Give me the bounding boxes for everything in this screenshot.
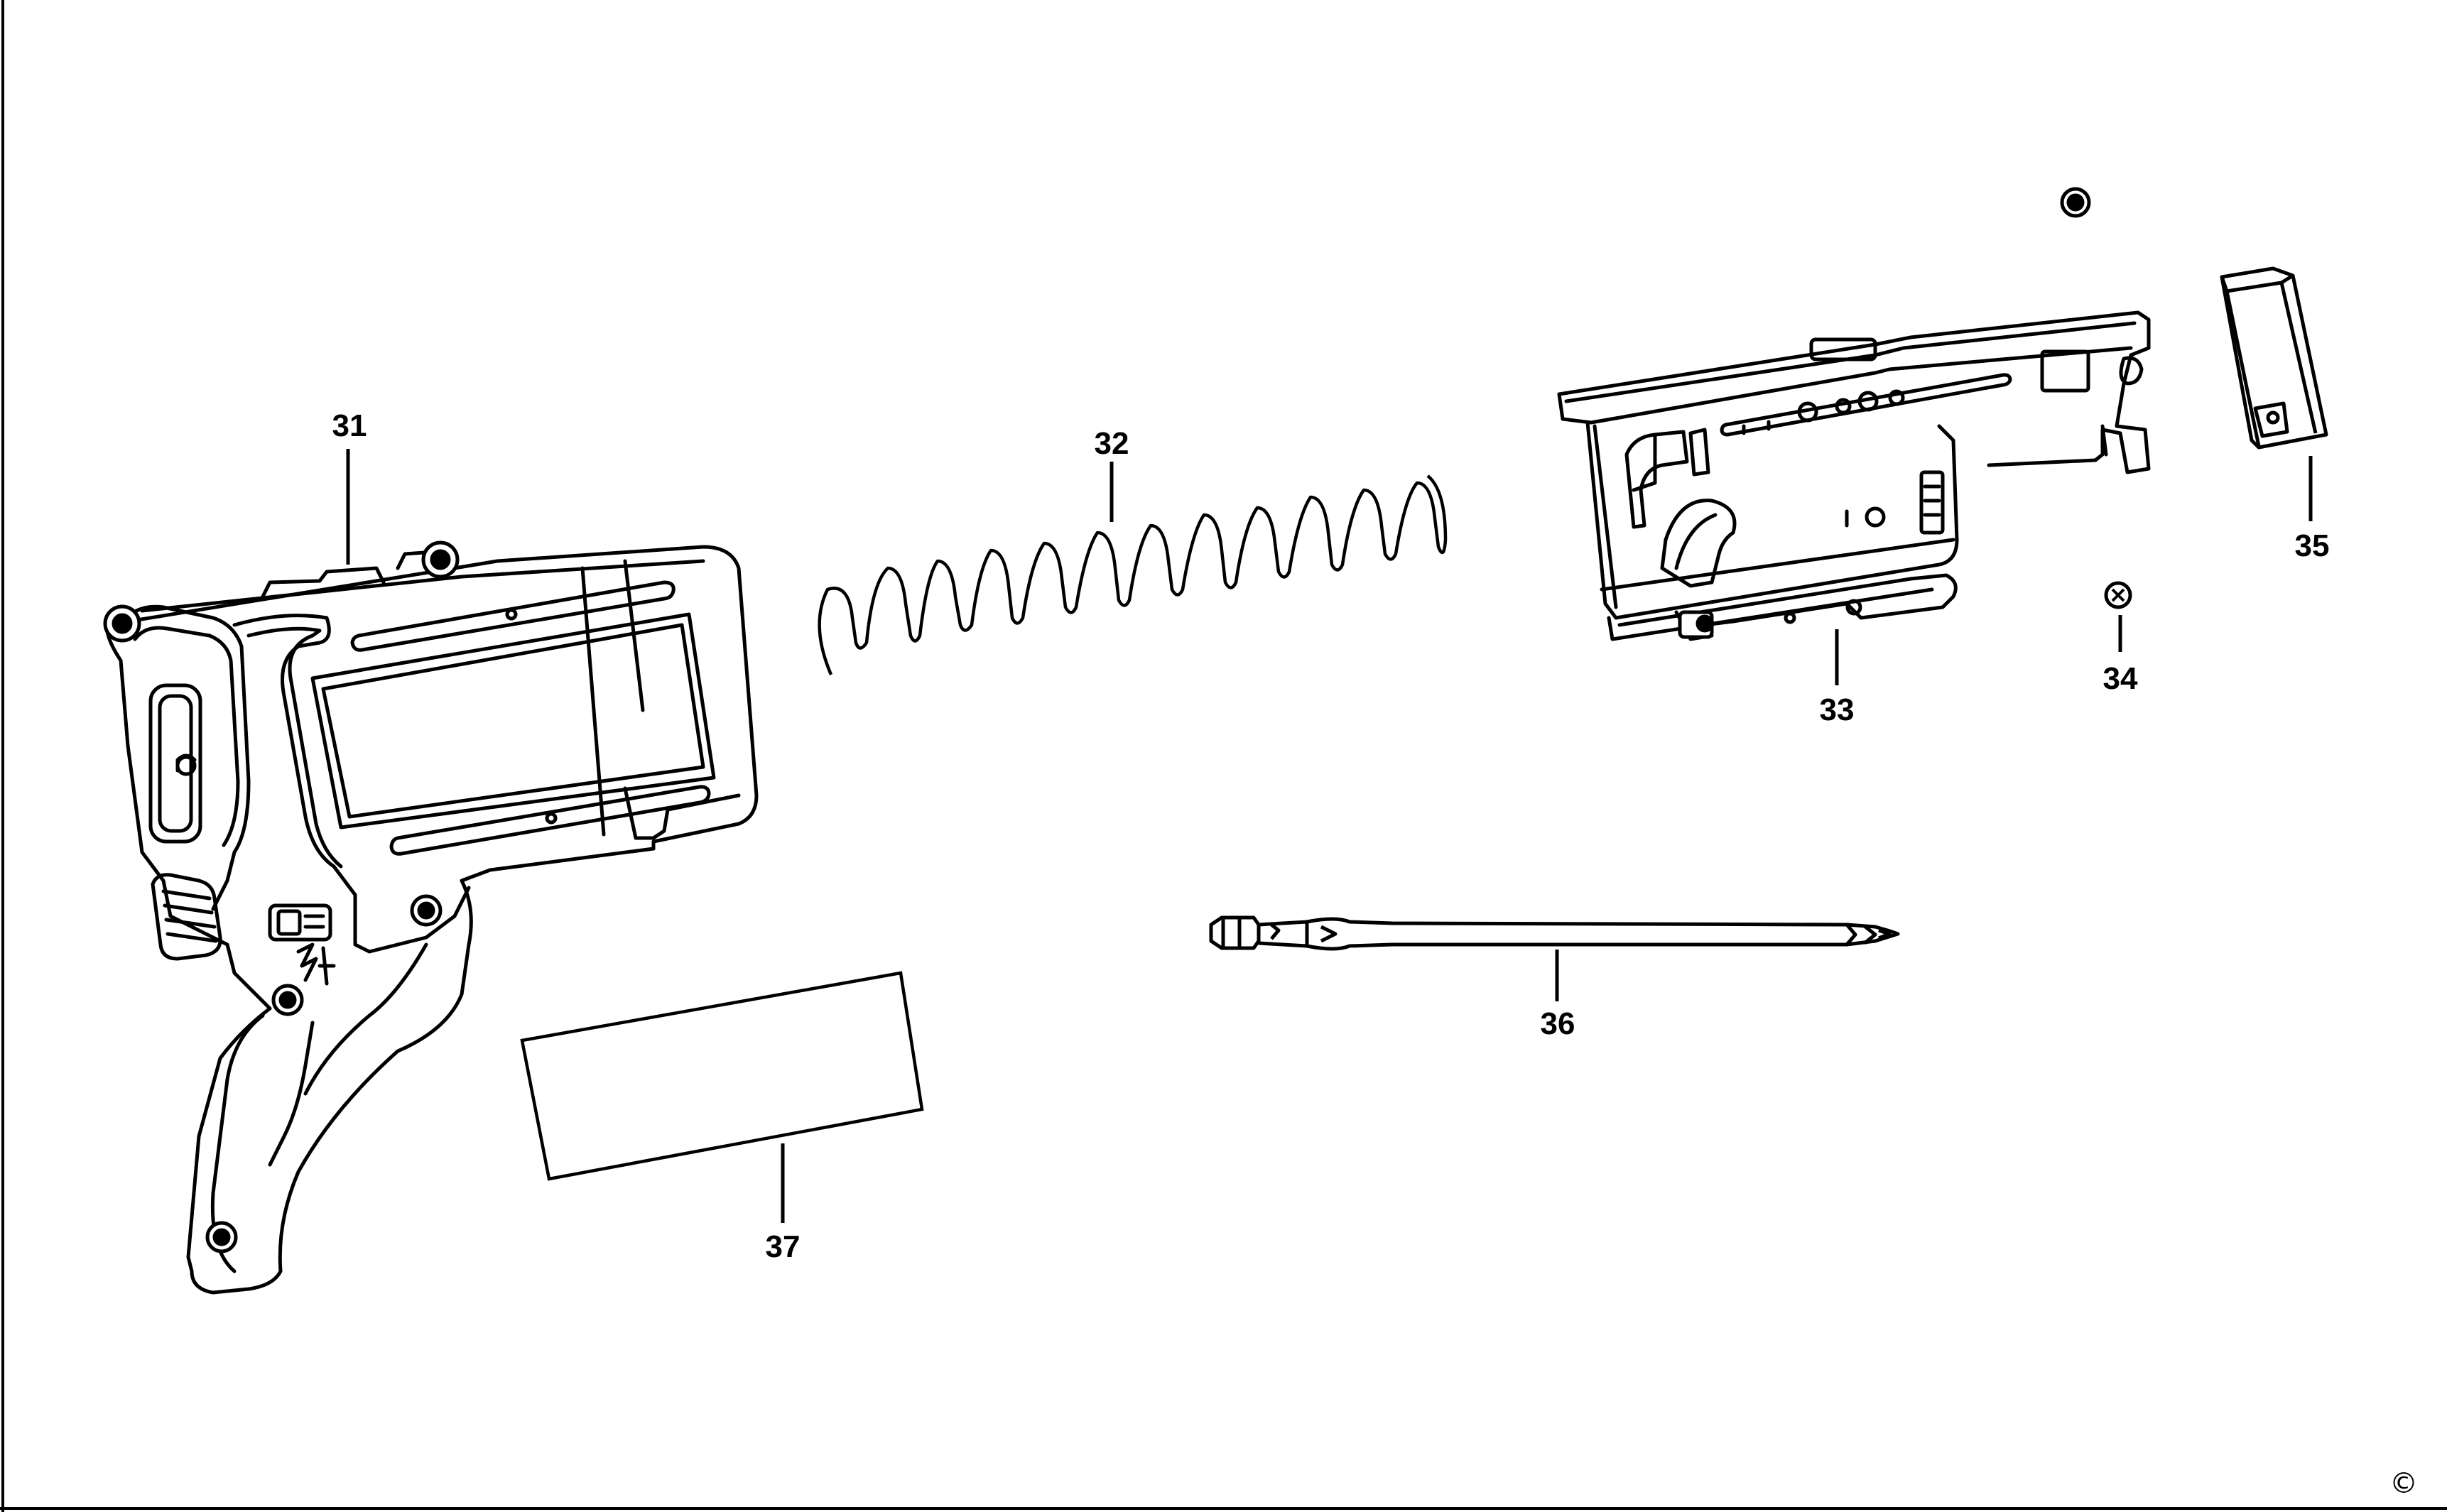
part-36-bit	[1209, 915, 1900, 951]
part-37-label	[520, 971, 924, 1181]
part-31-screws	[103, 540, 460, 1253]
callout-36: 36	[1541, 1006, 1575, 1041]
copyright-mark: ©	[2389, 1467, 2418, 1500]
part-32-spring	[818, 474, 1448, 675]
part-31-housing	[104, 545, 759, 1295]
part-34-screw	[2060, 187, 2132, 609]
callout-31: 31	[332, 408, 367, 443]
callout-33: 33	[1820, 692, 1855, 727]
callout-35: 35	[2295, 528, 2330, 563]
callout-37: 37	[766, 1229, 801, 1264]
leader-lines	[346, 449, 2313, 1223]
callout-32: 32	[1095, 426, 1129, 461]
callout-34: 34	[2103, 661, 2138, 696]
part-35-end-cap	[2220, 266, 2328, 450]
part-33-slide	[1557, 310, 2151, 641]
part-33-pin	[1678, 610, 1714, 639]
